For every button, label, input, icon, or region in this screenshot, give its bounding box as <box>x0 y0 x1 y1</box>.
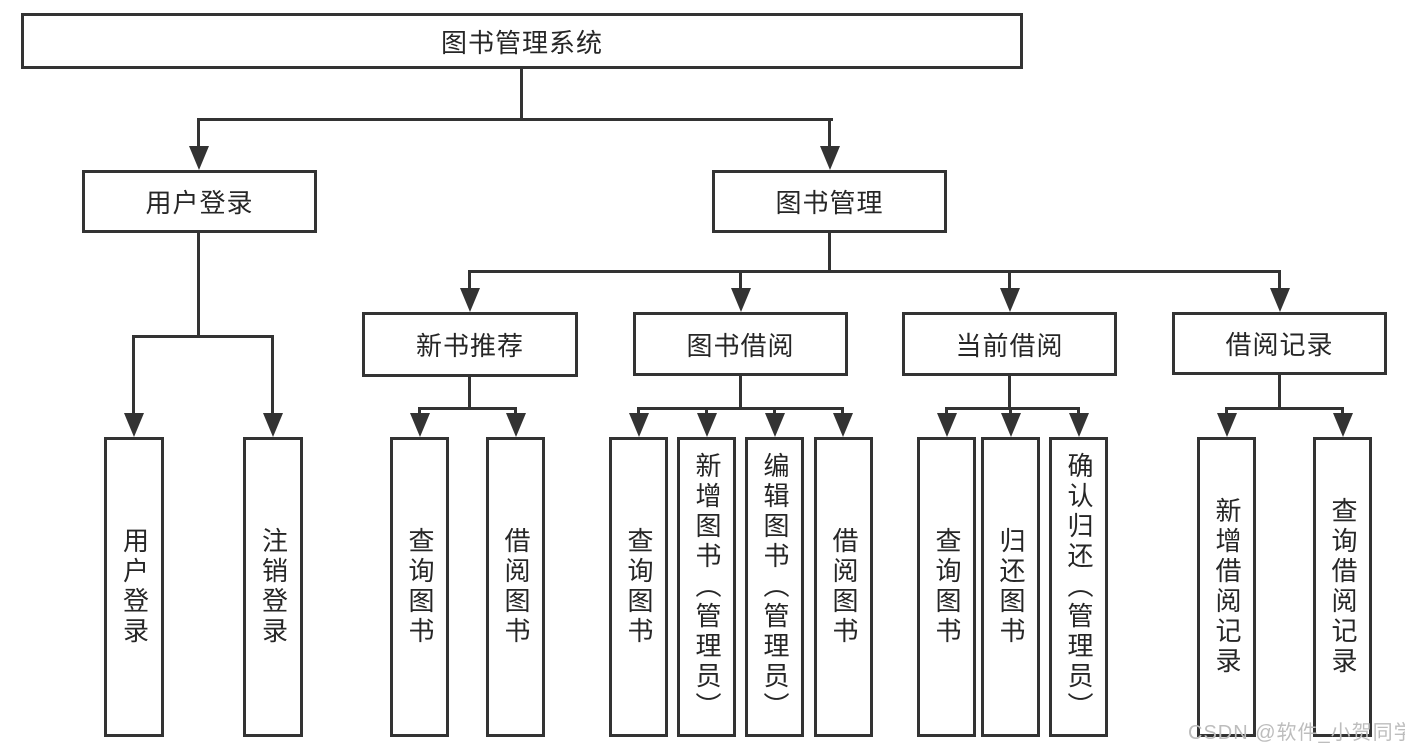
connector-line <box>271 335 274 417</box>
arrow-down-icon <box>1000 288 1020 312</box>
arrow-down-icon <box>189 146 209 170</box>
leaf-borrow-book-1: 借阅图书 <box>486 437 545 737</box>
node-current-borrow: 当前借阅 <box>902 312 1117 376</box>
connector-line <box>468 270 471 292</box>
leaf-borrow-book-1-label: 借阅图书 <box>501 527 531 647</box>
leaf-query-book-1-label: 查询图书 <box>405 527 435 647</box>
connector-line <box>841 407 844 417</box>
connector-line <box>468 270 1281 273</box>
connector-line <box>197 118 833 121</box>
leaf-query-book-1: 查询图书 <box>390 437 449 737</box>
leaf-user-login: 用户登录 <box>104 437 164 737</box>
connector-line <box>705 407 708 417</box>
connector-line <box>1009 407 1012 417</box>
connector-line <box>418 407 421 417</box>
connector-line <box>1008 376 1011 410</box>
connector-line <box>514 407 517 417</box>
arrow-down-icon <box>765 413 785 437</box>
leaf-edit-book-admin-label: 编辑图书（管理员） <box>760 452 790 722</box>
leaf-query-book-3-label: 查询图书 <box>932 527 962 647</box>
connector-line <box>197 233 200 338</box>
node-borrow-records-label: 借阅记录 <box>1225 330 1334 360</box>
leaf-borrow-book-2-label: 借阅图书 <box>829 527 859 647</box>
arrow-down-icon <box>460 288 480 312</box>
node-user-login-label: 用户登录 <box>145 188 254 218</box>
node-root-label: 图书管理系统 <box>440 27 603 58</box>
leaf-logout-label: 注销登录 <box>258 527 289 647</box>
leaf-confirm-return-admin: 确认归还（管理员） <box>1049 437 1108 737</box>
connector-line <box>739 270 742 292</box>
connector-line <box>197 118 200 150</box>
connector-line <box>1077 407 1080 417</box>
node-new-book-recommend-label: 新书推荐 <box>415 331 524 361</box>
node-book-management-label: 图书管理 <box>775 188 884 218</box>
connector-line <box>1341 407 1344 417</box>
node-book-borrow: 图书借阅 <box>633 312 848 376</box>
connector-line <box>945 407 1080 410</box>
leaf-query-book-2: 查询图书 <box>609 437 668 737</box>
arrow-down-icon <box>697 413 717 437</box>
arrow-down-icon <box>731 288 751 312</box>
leaf-return-book: 归还图书 <box>981 437 1040 737</box>
connector-line <box>132 335 135 417</box>
connector-line <box>828 233 831 273</box>
leaf-confirm-return-admin-label: 确认归还（管理员） <box>1064 452 1094 722</box>
node-book-management: 图书管理 <box>712 170 947 233</box>
arrow-down-icon <box>833 413 853 437</box>
node-new-book-recommend: 新书推荐 <box>362 312 578 377</box>
leaf-return-book-label: 归还图书 <box>996 527 1026 647</box>
arrow-down-icon <box>1270 288 1290 312</box>
arrow-down-icon <box>937 413 957 437</box>
leaf-edit-book-admin: 编辑图书（管理员） <box>745 437 804 737</box>
connector-line <box>739 376 742 410</box>
leaf-query-borrow-record: 查询借阅记录 <box>1313 437 1372 737</box>
node-book-borrow-label: 图书借阅 <box>686 330 795 361</box>
arrow-down-icon <box>1217 413 1237 437</box>
node-current-borrow-label: 当前借阅 <box>955 330 1064 361</box>
arrow-down-icon <box>820 146 840 170</box>
leaf-add-borrow-record-label: 新增借阅记录 <box>1212 497 1242 677</box>
arrow-down-icon <box>629 413 649 437</box>
connector-line <box>418 407 517 410</box>
connector-line <box>945 407 948 417</box>
leaf-query-book-3: 查询图书 <box>917 437 976 737</box>
leaf-borrow-book-2: 借阅图书 <box>814 437 873 737</box>
connector-line <box>828 118 831 150</box>
connector-line <box>1008 270 1011 292</box>
leaf-query-book-2-label: 查询图书 <box>624 527 654 647</box>
csdn-watermark: CSDN @软件_小贺同学 <box>1188 722 1405 744</box>
arrow-down-icon <box>410 413 430 437</box>
leaf-logout: 注销登录 <box>243 437 303 737</box>
arrow-down-icon <box>124 413 144 437</box>
connector-line <box>1278 375 1281 410</box>
leaf-user-login-label: 用户登录 <box>119 527 150 647</box>
leaf-query-borrow-record-label: 查询借阅记录 <box>1328 497 1358 677</box>
connector-line <box>637 407 640 417</box>
node-borrow-records: 借阅记录 <box>1172 312 1387 375</box>
leaf-add-book-admin: 新增图书（管理员） <box>677 437 736 737</box>
arrow-down-icon <box>1069 413 1089 437</box>
connector-line <box>773 407 776 417</box>
connector-line <box>1225 407 1344 410</box>
connector-line <box>520 69 523 121</box>
node-user-login: 用户登录 <box>82 170 317 233</box>
node-root: 图书管理系统 <box>21 13 1023 69</box>
leaf-add-book-admin-label: 新增图书（管理员） <box>692 452 722 722</box>
connector-line <box>468 377 471 410</box>
connector-line <box>132 335 274 338</box>
arrow-down-icon <box>506 413 526 437</box>
connector-line <box>1225 407 1228 417</box>
arrow-down-icon <box>263 413 283 437</box>
connector-line <box>1278 270 1281 292</box>
connector-line <box>637 407 844 410</box>
arrow-down-icon <box>1001 413 1021 437</box>
arrow-down-icon <box>1333 413 1353 437</box>
leaf-add-borrow-record: 新增借阅记录 <box>1197 437 1256 737</box>
